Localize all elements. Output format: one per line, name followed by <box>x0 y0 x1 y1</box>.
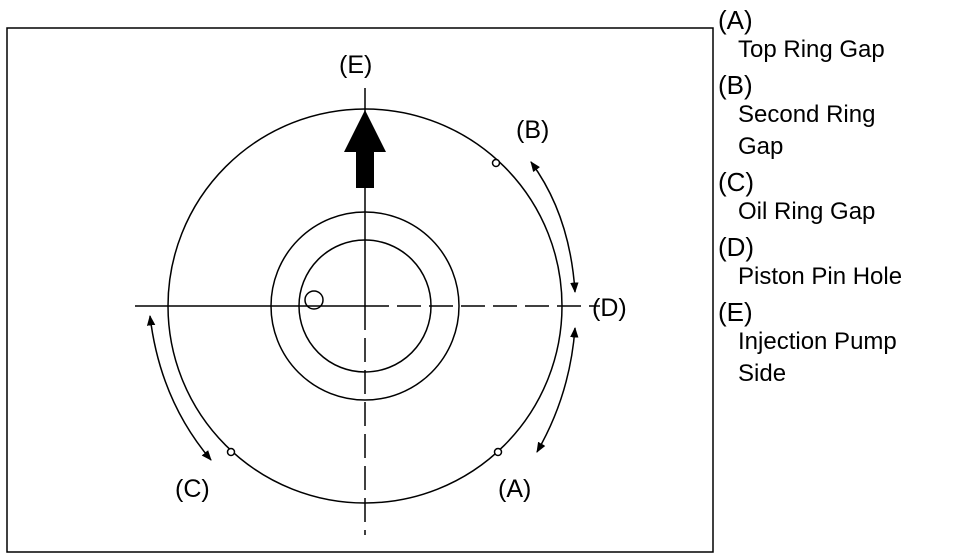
small-circle <box>304 290 324 310</box>
legend-text: Top Ring Gap <box>738 36 885 63</box>
legend-letter: (D) <box>718 232 755 262</box>
gap-marker-c <box>226 447 236 457</box>
legend-text: Side <box>738 360 787 387</box>
gap-marker-a <box>493 447 503 457</box>
callout-c: (C) <box>175 475 210 503</box>
legend-item-d: (D) Piston Pin Hole <box>718 233 970 293</box>
legend-item-a: (A) Top Ring Gap <box>718 6 970 66</box>
callout-e: (E) <box>339 51 372 79</box>
legend-letter: (A) <box>718 5 753 35</box>
arrow-b-to-d <box>530 161 579 294</box>
injection-pump-direction-arrow <box>344 110 386 188</box>
legend: (A) Top Ring Gap (B) Second Ring Gap (C)… <box>718 6 970 395</box>
callout-b: (B) <box>516 116 549 144</box>
arrow-oil-ring-range <box>146 314 212 461</box>
legend-text: Piston Pin Hole <box>738 263 903 290</box>
legend-letter: (E) <box>718 297 753 327</box>
legend-item-c: (C) Oil Ring Gap <box>718 168 970 228</box>
legend-item-e: (E) Injection Pump Side <box>718 298 970 390</box>
legend-text: Oil Ring Gap <box>738 198 876 225</box>
legend-letter: (C) <box>718 167 755 197</box>
legend-text: Second Ring <box>738 101 876 128</box>
legend-text: Injection Pump <box>738 328 897 355</box>
arrow-d-to-a <box>536 326 579 453</box>
legend-item-b: (B) Second Ring Gap <box>718 71 970 163</box>
callout-a: (A) <box>498 475 531 503</box>
callout-d: (D) <box>592 294 627 322</box>
legend-text: Gap <box>738 133 784 160</box>
diagram-frame <box>6 27 714 553</box>
gap-marker-b <box>491 158 501 168</box>
legend-letter: (B) <box>718 70 753 100</box>
